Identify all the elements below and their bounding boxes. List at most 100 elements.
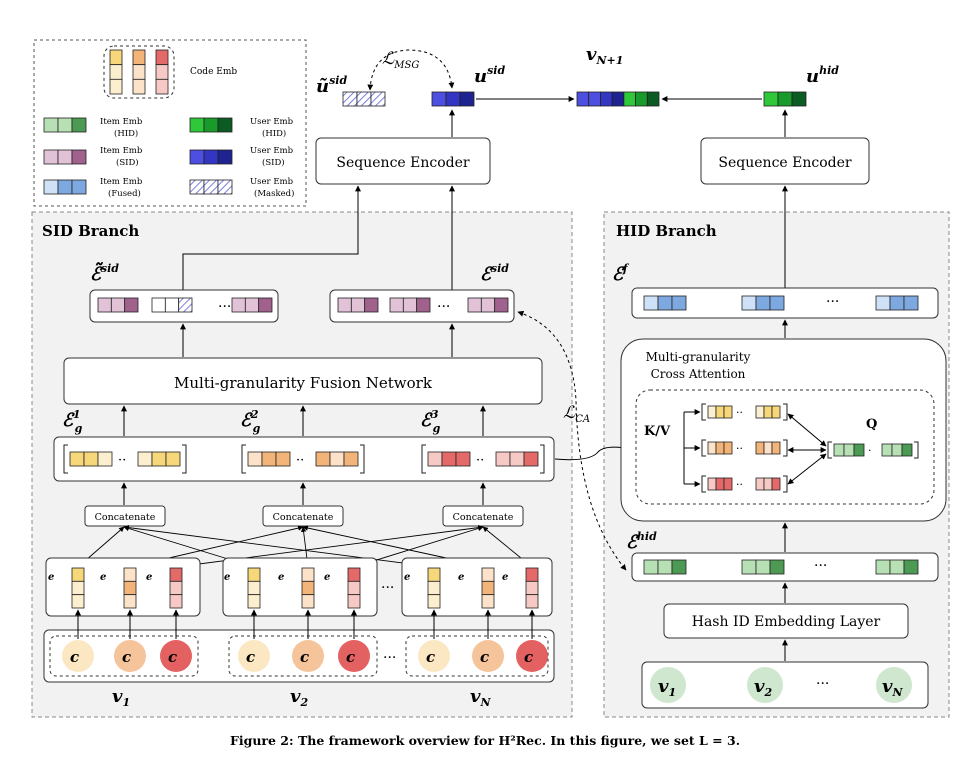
code-emb-col-2-1 [247,594,261,609]
code-emb-label-2-3: e [324,572,330,583]
legend-user-sid-swatch [189,149,205,165]
code-emb-col-1-1 [71,594,85,609]
e-sid-tilde-item [124,297,139,313]
e-f-item [755,295,771,311]
e-hid-item [769,559,785,575]
code-emb-col-1-1 [71,567,85,582]
hid-item-node-3 [876,667,912,703]
eg-to-cross-attn-arrow [554,445,633,461]
e-sid-item [467,297,482,313]
kv-row-3-emb-a [707,477,717,491]
e-f-item [741,295,757,311]
kv-row-3-emb-b [763,477,773,491]
cross-attention-label-line1: Multi-granularity [646,350,751,364]
eg2-emb-b [329,451,345,467]
eg1-emb-a [69,451,85,467]
eg1-dots: ·· [118,453,126,468]
eg1-emb-a [97,451,113,467]
e-sid-item [494,297,509,313]
code-emb-col-1-3 [169,580,183,596]
eg2-emb-a [247,451,263,467]
e-sid-tilde-item [97,297,112,313]
concat-1-label: Concatenate [95,512,156,523]
e-f-dots: ··· [826,294,839,310]
eg1-emb-b [165,451,181,467]
e-sid-tilde-item [244,297,260,313]
e-sid-item [416,297,431,313]
code-emb-col-2-3 [347,580,361,596]
cross-attention-label-line2: Cross Attention [651,367,746,381]
hid-branch-title: HID Branch [616,222,717,240]
eg3-emb-b [509,451,525,467]
kv-row-1-emb-b [763,405,773,419]
kv-row-1-left-bracket [701,403,706,421]
kv-label: K/V [644,424,671,439]
qk-arrow-1 [787,413,827,447]
eg2-right-bracket [360,444,365,474]
code-emb-col-3-1 [427,567,441,582]
hash-embedding-layer-box [663,603,909,639]
e-f-box [631,287,939,319]
kv-row-1-emb-a [715,405,725,419]
legend-box [33,39,307,207]
legend-code-col-3 [155,78,169,95]
e-hid-dots: ··· [814,558,827,574]
legend-user-sid-line2: (SID) [262,157,285,168]
kv-row-2-emb-b [763,441,773,455]
kv-row-3-emb-a [715,477,725,491]
legend-user-masked-line2: (Masked) [254,188,294,199]
legend-code-col-1 [109,78,123,95]
code-node-3-2 [472,640,504,672]
code-node-1-3 [160,640,192,672]
hid-item-node-1 [650,667,686,703]
code-emb-col-3-2 [481,580,495,596]
codes-dots: ··· [383,650,396,666]
eg3-emb-b [523,451,539,467]
msg-loss-label: ℒMSG [382,49,419,71]
qk-arrow-3 [787,453,827,485]
e-f-item [903,295,919,311]
u-sid-label: usid [474,64,505,87]
kv-row-1-emb-b [771,405,781,419]
e-hid-item [657,559,673,575]
legend-code-col-2 [132,49,146,66]
q-emb-a [843,443,855,457]
code-emb-col-3-3 [525,594,539,609]
e-sid-item [364,297,379,313]
kv-row-1-right-bracket [783,403,788,421]
legend-code-col-3 [155,49,169,66]
e-hid-item [755,559,771,575]
e-hid-label: ℰhid [626,530,657,553]
kv-row-3-emb-b [771,477,781,491]
e-sid-tilde-item [258,297,273,313]
legend-item-fused-swatch [71,179,87,195]
code-emb-col-2-3 [347,594,361,609]
v-next-vector [576,91,590,107]
q-emb-b [901,443,913,457]
code-emb-col-1-3 [169,567,183,582]
legend-user-masked-swatch [203,179,219,195]
code-emb-col-3-1 [427,594,441,609]
legend-user-sid-swatch [203,149,219,165]
legend-item-fused-swatch [43,179,59,195]
ca-loss-arrow [517,310,627,571]
e-hid-box [631,552,939,582]
e-sid-item [389,297,404,313]
code-emb-label-2-2: e [278,572,284,583]
e-f-item [769,295,785,311]
e-f-item [643,295,659,311]
code-emb-label-1-3: e [146,572,152,583]
code-emb-label-3-2: e [458,572,464,583]
item2-code-emb-box [222,557,378,617]
item1-code-emb-box [45,557,201,617]
code-node-label-2-1: c [246,648,255,666]
code-emb-col-3-2 [481,567,495,582]
code-emb-col-2-1 [247,580,261,596]
e-sid-tilde-to-encoder-arrow [182,185,361,292]
u-sid-tilde-vector [342,91,358,107]
e-f-item [889,295,905,311]
legend-item-sid-swatch [71,149,87,165]
e-hid-item [889,559,905,575]
